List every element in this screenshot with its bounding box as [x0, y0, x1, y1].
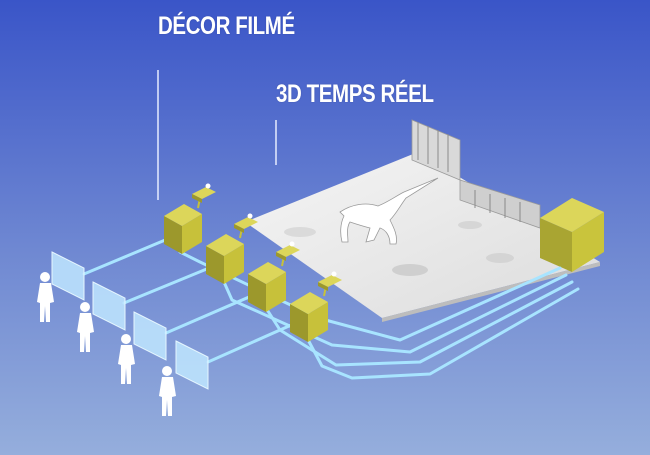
motion-tracker-icon	[318, 271, 342, 297]
server-top	[540, 198, 604, 232]
server-front	[540, 218, 572, 272]
display-screen-icon	[133, 311, 167, 361]
dinosaur-icon	[339, 177, 439, 245]
display-screen-icon	[175, 340, 209, 390]
display-screen-icon	[51, 251, 85, 301]
display-screens	[51, 251, 209, 390]
cable-screen	[82, 236, 172, 276]
terrain-bump	[392, 264, 428, 276]
terrain-bump	[486, 253, 514, 263]
cable-screen	[122, 264, 216, 305]
trackers	[192, 183, 342, 297]
terrain-bump	[458, 221, 482, 229]
display-screen-icon	[92, 281, 126, 331]
stage-floor-edge	[382, 262, 600, 322]
cable	[222, 273, 568, 354]
person-silhouette-icon	[118, 334, 135, 384]
motion-tracker-icon	[192, 183, 216, 209]
person-silhouette-icon	[77, 302, 94, 352]
cable-screen	[206, 320, 300, 364]
fence-posts	[417, 122, 521, 222]
camera-icon	[290, 292, 328, 342]
motion-tracker-icon	[234, 213, 258, 239]
person-silhouette-icon	[37, 272, 54, 322]
camera-icon	[248, 262, 286, 312]
cameras	[164, 204, 328, 342]
cable-screen	[164, 292, 258, 335]
camera-icon	[164, 204, 202, 254]
terrain-bump	[284, 227, 316, 237]
render-server-icon	[540, 198, 604, 272]
cable	[264, 280, 574, 367]
label-decor-filme: DÉCOR FILMÉ	[158, 12, 295, 40]
label-3d-temps-reel: 3D TEMPS RÉEL	[276, 80, 434, 108]
viewers	[37, 272, 176, 416]
motion-tracker-icon	[276, 241, 300, 267]
person-silhouette-icon	[159, 366, 176, 416]
cable	[304, 287, 580, 380]
camera-icon	[206, 234, 244, 284]
